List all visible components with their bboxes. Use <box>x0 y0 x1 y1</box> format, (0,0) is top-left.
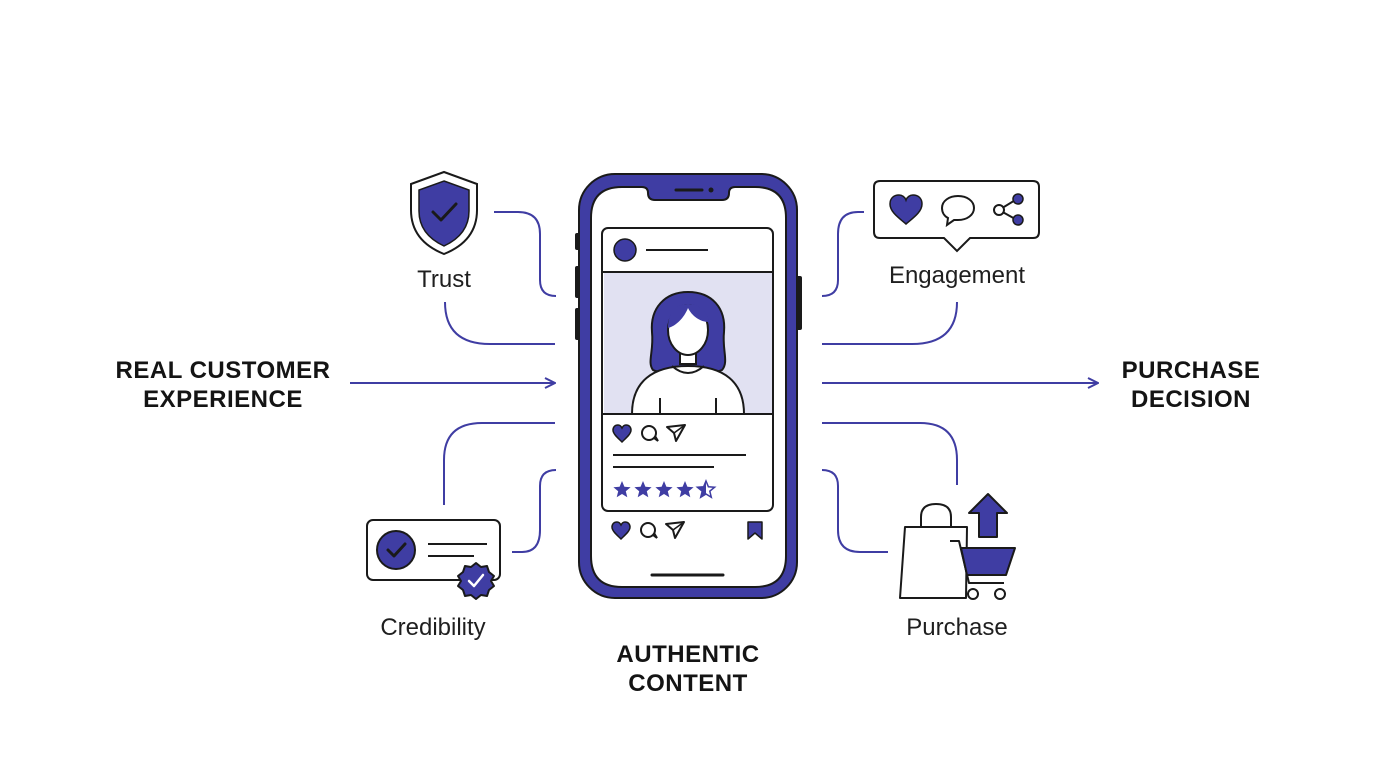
rating-star-outline <box>695 479 717 499</box>
feed-share-icon <box>665 521 685 539</box>
post-avatar <box>613 238 637 262</box>
connector-lines <box>350 211 1098 553</box>
heart-comment-share-icon <box>873 180 1040 253</box>
shield-check-icon <box>410 170 478 256</box>
trust-connector-lower <box>444 301 555 345</box>
purchase-label: Purchase <box>906 614 1008 641</box>
purchase-connector-lower <box>821 469 888 553</box>
rating-star-full <box>655 481 673 498</box>
credibility-connector-lower <box>512 469 557 553</box>
feed-comment-icon <box>640 522 658 539</box>
rating-star-full <box>634 481 652 498</box>
engagement-connector-upper <box>821 211 864 297</box>
credibility-connector-upper <box>443 422 555 505</box>
engagement-label: Engagement <box>888 262 1026 289</box>
post-share-icon <box>666 424 686 442</box>
trust-connector-upper <box>494 211 557 297</box>
post-heart-icon <box>612 424 632 444</box>
rating-star-partial-fill <box>697 481 706 498</box>
engagement-connector-lower <box>822 301 958 345</box>
feed-heart-icon <box>611 521 631 541</box>
rating-star-full <box>613 481 631 498</box>
post-rating-stars <box>613 479 717 499</box>
post-image <box>604 272 772 414</box>
smartphone-social-post-icon <box>575 173 802 599</box>
trust-label: Trust <box>417 266 471 293</box>
verified-badge-card-icon <box>366 519 501 600</box>
bookmark-icon <box>747 521 763 540</box>
post-comment-icon <box>641 425 659 442</box>
credibility-label: Credibility <box>380 614 486 641</box>
rating-star-full <box>676 481 694 498</box>
purchase-connector-upper <box>822 422 958 485</box>
shopping-bag-cart-icon <box>899 493 1016 600</box>
